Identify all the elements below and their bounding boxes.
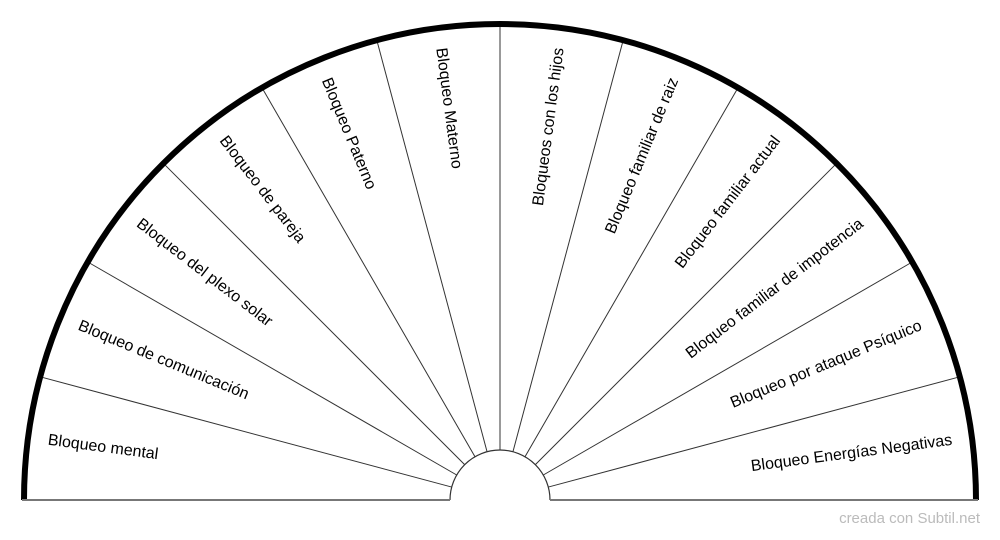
sector-divider [512,42,624,452]
sector-divider [535,164,836,465]
sector-label[interactable]: Bloqueo familiar actual [672,133,784,272]
footer-credit[interactable]: creada con Subtil.net [839,510,980,527]
sector-label[interactable]: Bloqueos con los hijos [530,47,568,207]
sector-divider [548,376,958,488]
sector-divider [543,262,911,476]
sector-label[interactable]: Bloqueo Materno [432,47,465,170]
sector-label[interactable]: Bloqueo de comunicación [76,317,252,403]
sector-label[interactable]: Bloqueo del plexo solar [133,215,276,330]
sector-divider [89,262,457,476]
inner-circle [449,449,551,501]
sector-label[interactable]: Bloqueo Paterno [318,75,379,192]
sector-divider [164,164,465,465]
sector-divider [524,89,738,457]
sector-dividers [42,26,958,488]
outer-arc [21,21,979,501]
sector-label[interactable]: Bloqueo mental [47,432,159,463]
sector-label[interactable]: Bloqueo Energías Negativas [750,432,953,475]
sector-divider [42,376,452,488]
sector-divider [262,89,476,457]
sector-divider [376,42,488,452]
sector-label[interactable]: Bloqueo por ataque Psíquico [728,317,924,411]
sector-label[interactable]: Bloqueo familiar de raiz [602,75,682,236]
